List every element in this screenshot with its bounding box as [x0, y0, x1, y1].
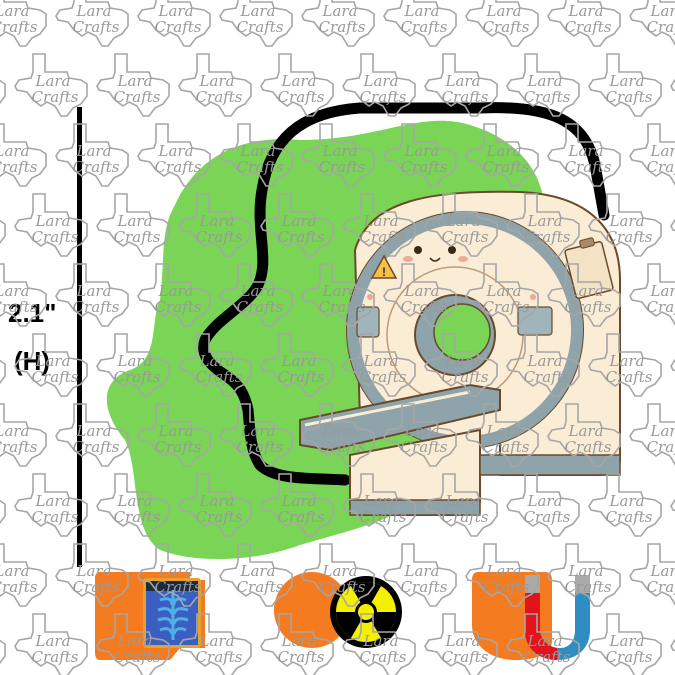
dimension-unit-label: (H) — [14, 346, 51, 376]
dimension-line — [77, 107, 82, 567]
xray-chest-icon — [95, 572, 205, 660]
magnet-icon — [472, 572, 590, 660]
svg-text:!: ! — [382, 265, 386, 279]
radiation-icon — [274, 572, 402, 648]
dimension-value: 2.1" — [8, 298, 57, 328]
